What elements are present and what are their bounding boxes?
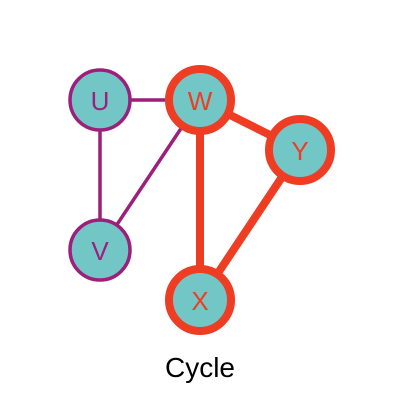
node-circle-x [165,265,235,335]
node-label-x: X [191,286,208,316]
node-circle-v [68,218,132,282]
diagram-caption: Cycle [164,352,235,383]
node-u: U [68,68,132,132]
nodes-layer: U W Y V X [68,65,335,335]
node-x: X [165,265,235,335]
node-v: V [68,218,132,282]
node-y: Y [265,115,335,185]
node-label-v: V [91,236,109,266]
node-w: W [165,65,235,135]
node-label-y: Y [291,136,308,166]
node-circle-u [68,68,132,132]
node-label-u: U [91,86,110,116]
node-circle-y [265,115,335,185]
node-label-w: W [188,86,213,116]
node-circle-w [165,65,235,135]
